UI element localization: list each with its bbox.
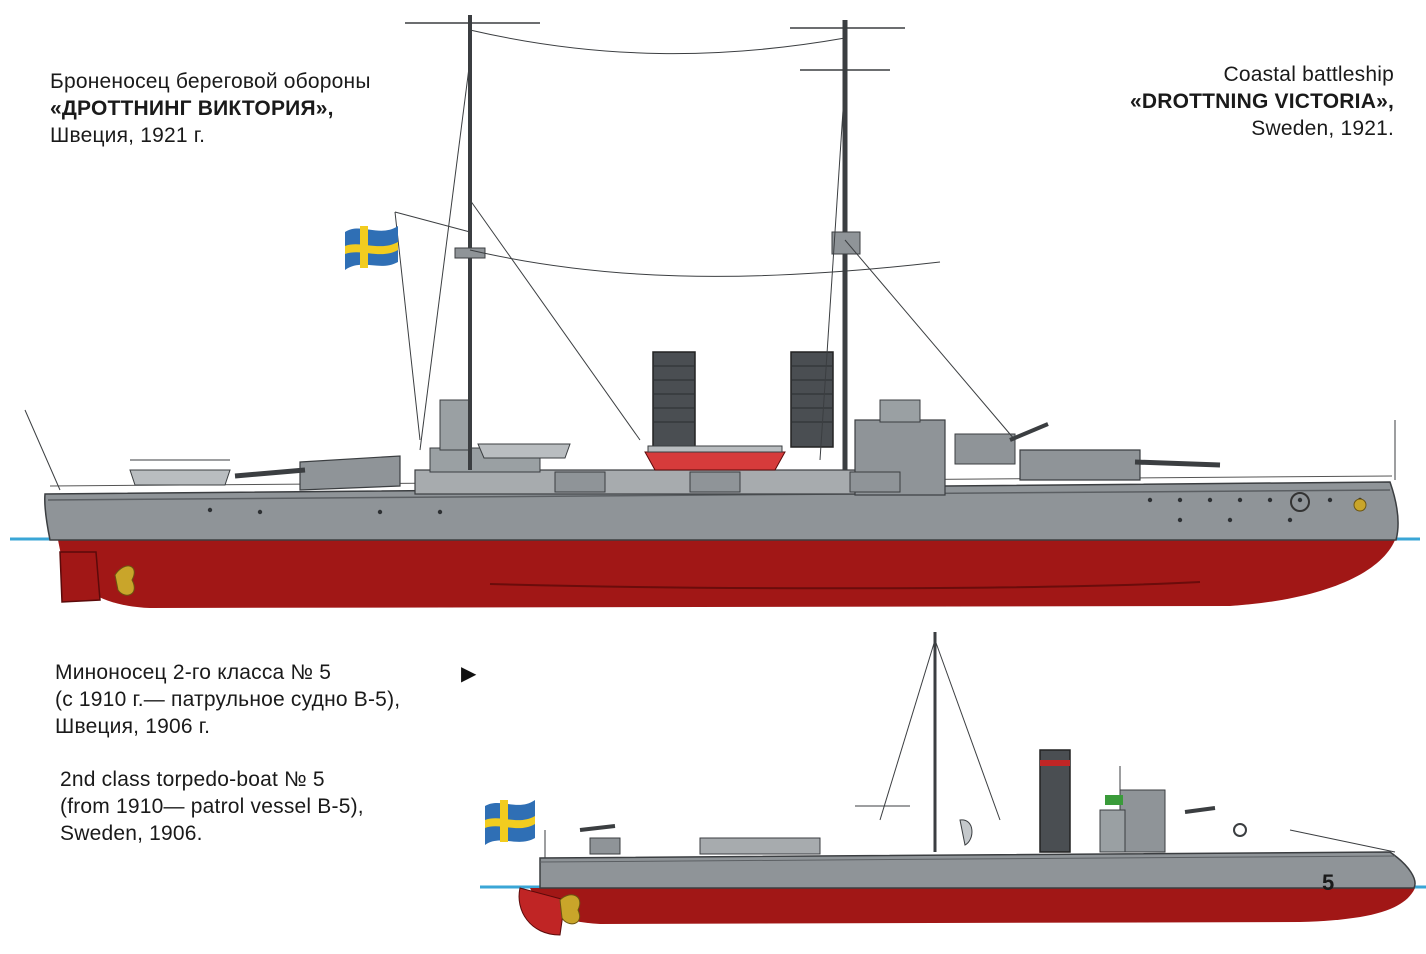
swedish-flag-icon	[345, 226, 398, 270]
torpedo-upper-hull	[539, 851, 1416, 889]
propeller-icon	[559, 894, 581, 925]
lower-hull	[58, 540, 1395, 608]
caption-line: 2nd class torpedo-boat № 5	[60, 768, 325, 791]
caption-line: (с 1910 г.— патрульное судно В-5),	[55, 688, 401, 711]
aft-turret	[299, 455, 401, 491]
rudder	[59, 551, 101, 603]
main-superstructure	[414, 469, 866, 495]
caption-line: Швеция, 1906 г.	[55, 715, 211, 738]
propeller-icon	[114, 565, 135, 596]
battleship-drawing	[10, 15, 1420, 608]
caption-line-name: «ДРОТТНИНГ ВИКТОРИЯ»,	[50, 97, 334, 120]
torpedo-lower-hull	[530, 888, 1415, 924]
caption-line: Швеция, 1921 г.	[50, 124, 206, 147]
caption-line-name: «DROTTNING VICTORIA»,	[1129, 90, 1394, 113]
caption-line: Sweden, 1921.	[1251, 117, 1394, 140]
lifeboat-red	[644, 451, 786, 471]
upper-hull	[44, 481, 1399, 541]
torpedo-boat-drawing: 5	[480, 632, 1426, 936]
caption-line: (from 1910— patrol vessel B-5),	[60, 795, 364, 818]
pointer-triangle-icon: ▶	[461, 663, 477, 685]
caption-en-torpedo-boat: 2nd class torpedo-boat № 5 (from 1910— p…	[60, 766, 364, 847]
caption-en-battleship: Coastal battleship «DROTTNING VICTORIA»,…	[1130, 61, 1394, 142]
caption-line: Броненосец береговой обороны	[50, 70, 371, 93]
swedish-flag-icon	[485, 800, 535, 845]
forward-turret	[1019, 449, 1141, 481]
caption-line: Sweden, 1906.	[60, 822, 203, 845]
caption-line: Coastal battleship	[1223, 63, 1394, 86]
conning-tower	[1119, 789, 1166, 853]
torpedo-funnel	[1039, 749, 1071, 853]
caption-line: Миноносец 2-го класса № 5	[55, 661, 332, 684]
caption-ru-torpedo-boat: Миноносец 2-го класса № 5 (с 1910 г.— па…	[55, 659, 400, 740]
caption-ru-battleship: Броненосец береговой обороны «ДРОТТНИНГ …	[50, 68, 371, 149]
hull-number: 5	[1322, 870, 1334, 895]
